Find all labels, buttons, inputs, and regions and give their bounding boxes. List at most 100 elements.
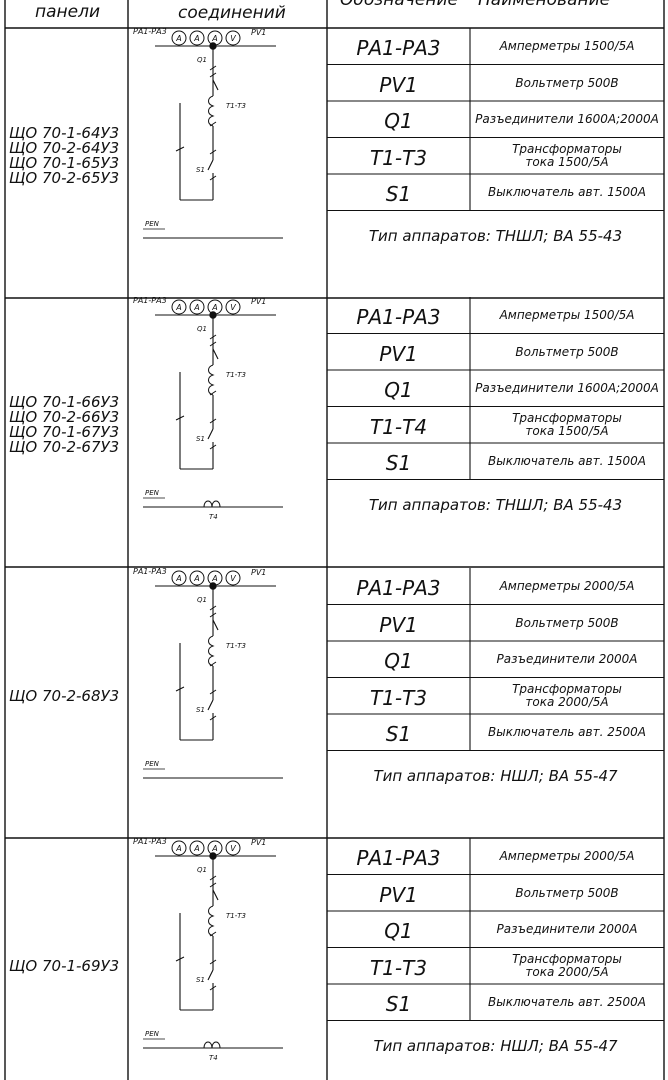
designation-code: РА1-РА3 bbox=[356, 36, 441, 60]
meter-letter: A bbox=[175, 34, 181, 43]
ct-coil bbox=[208, 95, 215, 127]
voltmeter-label: PV1 bbox=[251, 568, 266, 577]
pen-label: PEN bbox=[145, 489, 160, 497]
apparatus-type: Тип аппаратов: ТНШЛ; ВА 55-43 bbox=[368, 226, 623, 245]
ct-coil bbox=[208, 364, 215, 396]
tick-mark bbox=[175, 956, 185, 962]
designation-code: S1 bbox=[385, 451, 412, 475]
meter-letter: A bbox=[175, 844, 181, 853]
voltmeter-label: PV1 bbox=[251, 297, 266, 306]
item-name: Амперметры 1500/5А bbox=[499, 39, 635, 53]
meter-letter: A bbox=[193, 574, 199, 583]
tick-mark bbox=[175, 686, 185, 692]
item-name: Трансформаторы bbox=[512, 141, 622, 156]
designation-code: PV1 bbox=[379, 72, 418, 97]
meter-circle bbox=[225, 570, 241, 586]
item-name: Трансформаторы bbox=[512, 681, 622, 696]
apparatus-type: Тип аппаратов: НШЛ; ВА 55-47 bbox=[373, 766, 618, 785]
tick-mark bbox=[209, 341, 217, 347]
designation-code: S1 bbox=[385, 722, 412, 746]
ct-label: Т1-Т3 bbox=[226, 642, 246, 650]
meter-circle bbox=[171, 570, 187, 586]
voltmeter-label: PV1 bbox=[251, 28, 266, 37]
item-name: Выключатель авт. 1500А bbox=[488, 185, 646, 199]
designation-code: PV1 bbox=[379, 341, 418, 366]
t4-coil bbox=[203, 500, 221, 508]
item-name: Разъединители 1600А;2000А bbox=[475, 381, 659, 395]
s1-label: S1 bbox=[196, 166, 205, 174]
ct-label: Т1-Т3 bbox=[226, 102, 246, 110]
ammeters-label: РА1-РА3 bbox=[133, 27, 167, 36]
meter-circle bbox=[225, 840, 241, 856]
panel-name: ЩО 70-2-66У3 bbox=[9, 408, 120, 426]
designation-code: S1 bbox=[385, 182, 412, 206]
ct-label: Т1-Т3 bbox=[226, 912, 246, 920]
meter-letter: A bbox=[175, 574, 181, 583]
item-name: Амперметры 2000/5А bbox=[499, 579, 635, 593]
meter-letter: A bbox=[211, 844, 217, 853]
item-name: Вольтметр 500В bbox=[515, 344, 619, 359]
panel-name: ЩО 70-1-64У3 bbox=[9, 124, 120, 142]
q1-label: Q1 bbox=[197, 56, 207, 64]
q1-label: Q1 bbox=[197, 866, 207, 874]
s1-blade bbox=[207, 159, 214, 171]
designation-code: РА1-РА3 bbox=[356, 846, 441, 870]
meter-letter: A bbox=[211, 574, 217, 583]
q1-label: Q1 bbox=[197, 325, 207, 333]
header-name-label: Наименование bbox=[478, 0, 611, 10]
designation-code: Т1-Т3 bbox=[369, 145, 428, 170]
designation-code: Т1-Т3 bbox=[369, 685, 428, 710]
ammeters-label: РА1-РА3 bbox=[133, 837, 167, 846]
t4-coil bbox=[203, 1041, 221, 1049]
item-name: Разъединители 1600А;2000А bbox=[475, 112, 659, 126]
item-name: Выключатель авт. 2500А bbox=[488, 725, 646, 739]
q1-blade bbox=[212, 619, 219, 631]
item-name: Трансформаторы bbox=[512, 410, 622, 425]
tick-mark bbox=[209, 65, 217, 71]
meter-letter: A bbox=[211, 34, 217, 43]
ct-label: Т1-Т3 bbox=[226, 371, 246, 379]
pen-label: PEN bbox=[145, 760, 160, 768]
tick-mark bbox=[209, 72, 217, 78]
designation-code: PV1 bbox=[379, 612, 418, 637]
panel-name: ЩО 70-2-67У3 bbox=[9, 438, 120, 456]
meter-letter: A bbox=[175, 303, 181, 312]
meter-letter: V bbox=[230, 303, 236, 312]
item-name: Разъединители 2000А bbox=[496, 922, 638, 936]
item-name: Амперметры 2000/5А bbox=[499, 849, 635, 863]
meter-letter: A bbox=[193, 34, 199, 43]
meter-circle bbox=[225, 30, 241, 46]
item-name: тока 2000/5А bbox=[525, 964, 609, 979]
tick-mark bbox=[209, 875, 217, 881]
q1-blade bbox=[212, 889, 219, 901]
header-scheme-label: соединений bbox=[178, 3, 286, 23]
q1-blade bbox=[212, 348, 219, 360]
pen-label: PEN bbox=[145, 1030, 160, 1038]
panel-name: ЩО 70-1-65У3 bbox=[9, 154, 120, 172]
designation-code: Q1 bbox=[384, 378, 413, 402]
designation-code: РА1-РА3 bbox=[356, 305, 441, 329]
meter-circle bbox=[189, 570, 205, 586]
meter-circle bbox=[225, 299, 241, 315]
s1-label: S1 bbox=[196, 706, 205, 714]
meter-circle bbox=[189, 840, 205, 856]
header-designation-label: Обозначение bbox=[340, 0, 458, 10]
panel-name: ЩО 70-2-68У3 bbox=[9, 686, 120, 705]
tick-mark bbox=[209, 605, 217, 611]
panel-name: ЩО 70-2-64У3 bbox=[9, 139, 120, 157]
meter-letter: A bbox=[211, 303, 217, 312]
designation-code: Т1-Т3 bbox=[369, 955, 428, 980]
s1-label: S1 bbox=[196, 435, 205, 443]
item-name: Выключатель авт. 2500А bbox=[488, 995, 646, 1009]
panel-name: ЩО 70-1-66У3 bbox=[9, 393, 120, 411]
item-name: Вольтметр 500В bbox=[515, 615, 619, 630]
item-name: Вольтметр 500В bbox=[515, 885, 619, 900]
meter-letter: A bbox=[193, 303, 199, 312]
panel-name: ЩО 70-2-65У3 bbox=[9, 169, 120, 187]
item-name: Вольтметр 500В bbox=[515, 75, 619, 90]
